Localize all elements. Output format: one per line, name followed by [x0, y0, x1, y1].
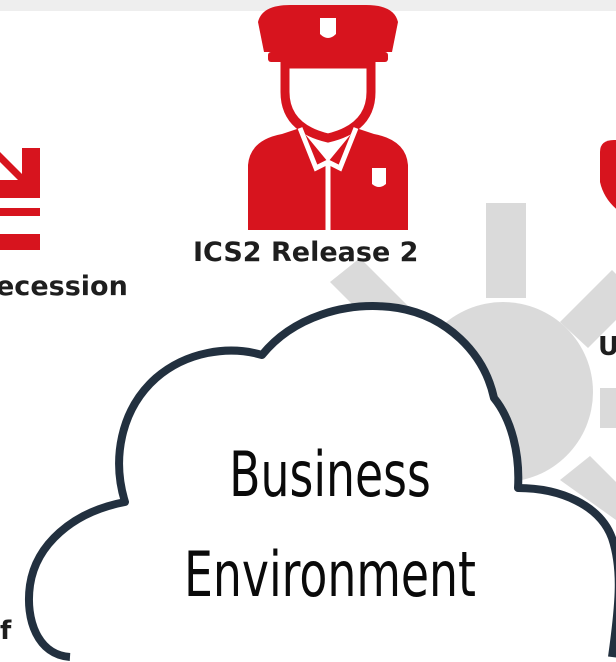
sun-ray-bottom-right	[560, 456, 616, 520]
release-label: ICS2 Release 2	[193, 237, 419, 268]
download-bar-top	[0, 208, 40, 216]
f-partial-label: f	[0, 616, 12, 646]
officer-collar	[297, 127, 359, 172]
officer-head	[280, 59, 376, 143]
recession-label: ecession	[0, 271, 128, 302]
chest-badge-icon	[372, 168, 386, 187]
download-arrow-shape	[0, 148, 40, 198]
cloud-shape	[25, 302, 616, 661]
police-officer-icon	[248, 5, 408, 232]
cloud-title-line2: Environment	[184, 538, 476, 611]
sun-ray-top	[486, 203, 526, 298]
download-bar-bottom	[0, 234, 40, 250]
cloud-title-line1: Business	[229, 438, 431, 511]
sun-ray-top-right	[560, 270, 616, 348]
u-partial-label: U	[598, 332, 616, 362]
sun-ray-right	[600, 388, 616, 428]
shield-shape	[600, 140, 616, 209]
shield-icon	[600, 140, 616, 209]
download-arrow-icon	[0, 148, 40, 250]
cap-badge-icon	[320, 18, 336, 38]
